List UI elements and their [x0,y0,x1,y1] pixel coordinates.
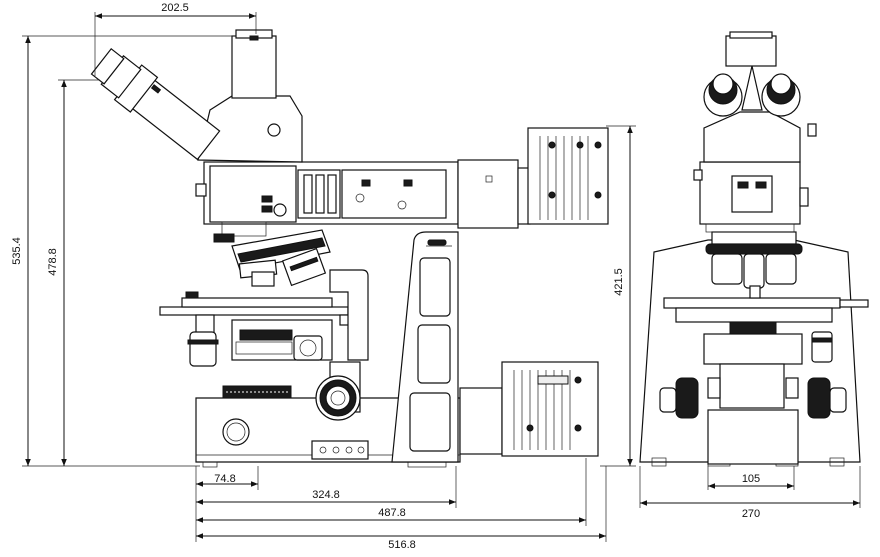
dim-front-total-width: 270 [742,508,760,520]
bottom-lamphouse [459,361,599,457]
dim-eyepiece-height: 478.8 [47,248,59,276]
dim-stage-to-arm: 324.8 [312,489,340,501]
nosepiece [231,229,331,287]
dimension-labels: 202.5 535.4 478.8 421.5 74.8 324.8 487.8… [11,2,760,551]
condenser [231,319,361,361]
arm-pillar [391,231,459,463]
side-view [90,29,609,468]
dim-base-front: 74.8 [214,473,235,485]
field-diaphragm-ring [222,385,292,399]
dim-to-lamphouse: 487.8 [378,507,406,519]
dim-lamphouse-height: 421.5 [613,268,625,296]
upper-body [195,161,459,243]
dimension-lines [22,12,861,542]
front-upper-body [693,161,809,233]
reflected-light-tube [457,159,531,229]
front-view [639,31,869,467]
front-nosepiece [705,231,803,299]
dim-total-height: 535.4 [11,237,23,265]
front-focus-knobs [659,377,847,419]
front-head [703,31,817,163]
dim-total-depth: 516.8 [388,539,416,551]
dim-front-inner-width: 105 [742,473,760,485]
stage-column [329,269,369,361]
dim-top-width: 202.5 [161,2,189,14]
focus-knob [315,361,361,421]
front-stage [663,297,869,409]
top-lamphouse [527,127,609,225]
trinocular-head [90,29,303,163]
